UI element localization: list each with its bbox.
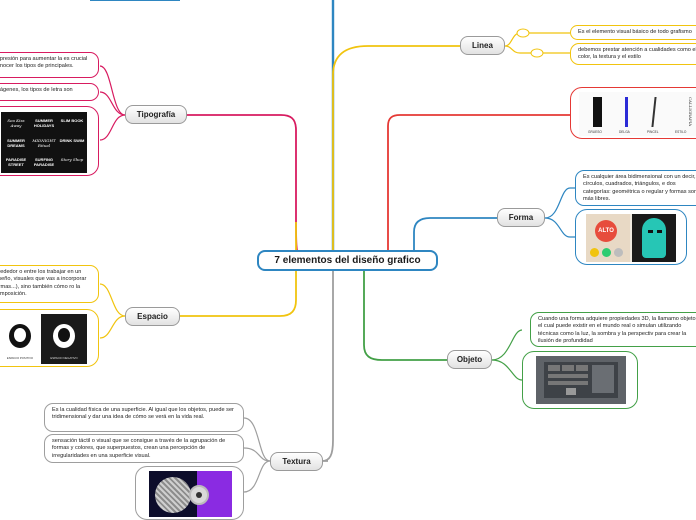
typo-sample-6: DRINK SWIM [59,138,85,143]
negative-space-panel: ESPACIO NEGATIVO [41,314,87,364]
caption-negative: ESPACIO NEGATIVO [50,356,78,360]
positive-space-panel: ESPACIO POSITIVO [1,314,39,364]
panda-positive-negative-image: ESPACIO POSITIVO ESPACIO NEGATIVO [1,314,87,364]
textured-disc-shape [155,477,191,513]
caption-grueso: GRUESO [588,130,602,134]
texture-image [149,471,232,517]
3d-object-image [536,356,626,404]
objeto-note[interactable]: Cuando una forma adquiere propiedades 3D… [530,312,696,347]
typo-sample-2: SUMMER HOLIDAYS [33,118,55,128]
circle-yellow-shape [590,248,599,257]
topic-espacio[interactable]: Espacio [125,307,180,326]
circle-grey-shape [614,248,623,257]
brush-line-shape [651,97,657,127]
face-portrait-shape [642,218,666,258]
forma-note[interactable]: Es cualquier área bidimensional con un d… [575,170,696,206]
caption-delga: DELGA [619,130,630,134]
textura-image-node[interactable] [135,466,244,520]
typo-sample-3: SLIM BOOK [60,118,84,123]
textura-note-2[interactable]: sensación táctil o visual que se consigu… [44,434,244,463]
stop-sign-shape: ALTO [595,220,617,242]
thick-line-shape [593,97,602,127]
forma-image-node[interactable]: ALTO [575,209,687,265]
caption-pincel: PINCEL [647,130,659,134]
topic-linea[interactable]: Linea [460,36,505,55]
connector-linea [332,45,460,250]
espacio-note[interactable]: alrededor o entre los trabajar en un dis… [0,265,99,303]
connector-tipografia [187,114,302,262]
linea-note-2[interactable]: debemos prestar atención a cualidades co… [570,43,696,65]
objeto-image-node[interactable] [522,351,638,409]
shapes-image: ALTO [586,214,676,262]
textura-note-1[interactable]: Es la cualidad física de una superficie.… [44,403,244,432]
topic-forma[interactable]: Forma [497,208,545,227]
topic-textura[interactable]: Textura [270,452,323,471]
typography-samples-image: Sea Kiss Away SUMMER HOLIDAYS SLIM BOOK … [1,112,87,173]
typo-sample-8: SURFING PARADISE [33,157,55,167]
calligraphy-text: CALLIGRAFIA [688,97,693,127]
typo-sample-1: Sea Kiss Away [7,118,25,128]
connector-espacio [180,222,297,317]
linea-note-1[interactable]: Es el elemento visual básico de todo gra… [570,25,696,40]
tipografia-image-node[interactable]: Sea Kiss Away SUMMER HOLIDAYS SLIM BOOK … [0,106,99,176]
thin-line-shape [625,97,628,127]
tipografia-note-1[interactable]: expresión para aumentar la es crucial co… [0,52,99,78]
typo-sample-9: Story Shop [60,157,84,162]
circle-green-shape [602,248,611,257]
tipografia-note-2[interactable]: imágenes, los tipos de letra son [0,83,99,101]
connector-textura [321,271,334,462]
linea-image-node[interactable]: CALLIGRAFIA GRUESO DELGA PINCEL ESTILO [570,87,696,139]
connector-forma [413,217,497,271]
caption-positive: ESPACIO POSITIVO [6,356,34,360]
connector-objeto [363,271,447,361]
central-topic[interactable]: 7 elementos del diseño grafico [257,250,438,271]
typo-sample-5: MIDNIGHT Ritual [32,138,56,148]
espacio-image-node[interactable]: ESPACIO POSITIVO ESPACIO NEGATIVO [0,309,99,367]
typo-sample-4: SUMMER DREAMS [7,138,25,148]
typo-sample-7: PARADISE STREET [5,157,27,167]
topic-objeto[interactable]: Objeto [447,350,492,369]
topic-tipografia[interactable]: Tipografía [125,105,187,124]
connector-imagen [387,114,570,255]
line-styles-image: CALLIGRAFIA GRUESO DELGA PINCEL ESTILO [579,92,696,136]
caption-estilo: ESTILO [675,130,687,134]
